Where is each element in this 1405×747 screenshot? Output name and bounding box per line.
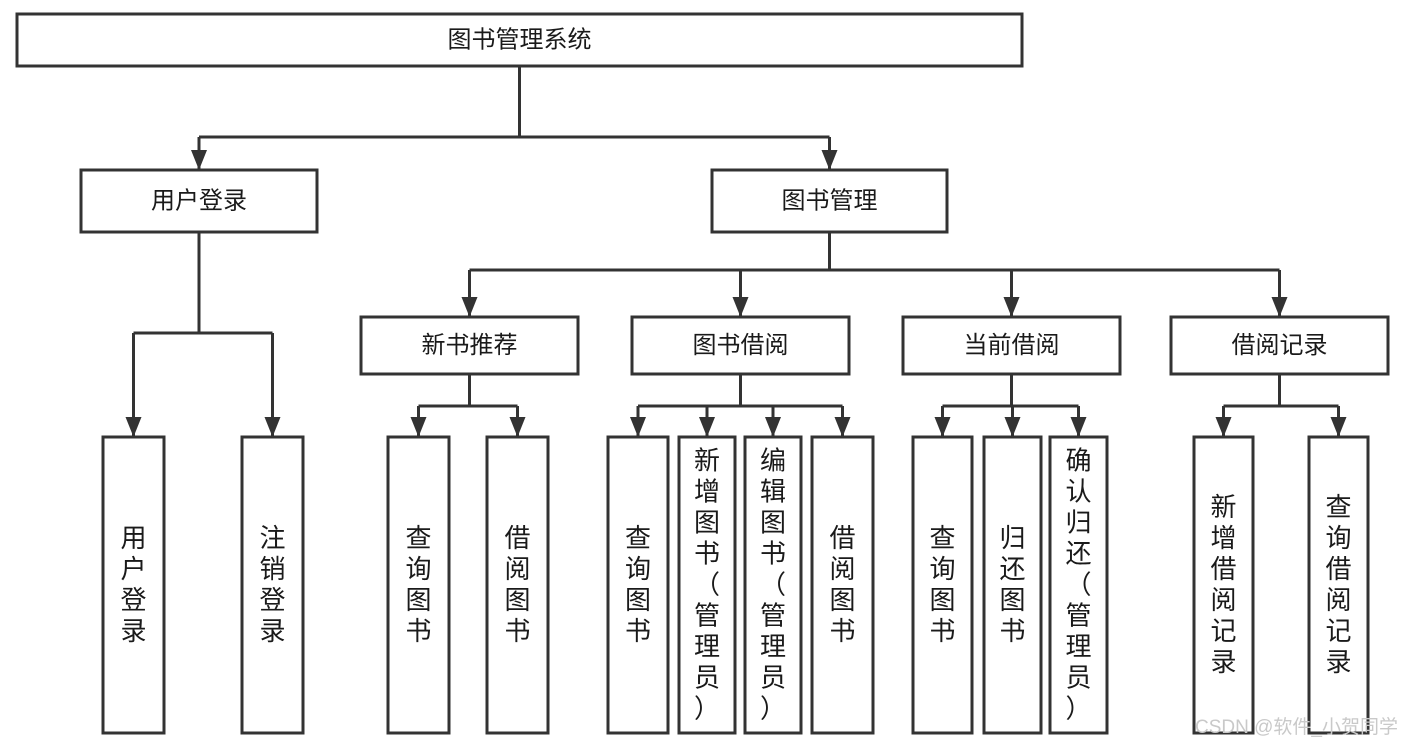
node-leaf-return-book[interactable]: 归还图书 xyxy=(982,435,1043,735)
node-box-leaf-confirm-return-admin xyxy=(1048,435,1109,735)
node-label-leaf-add-borrow-record: 新增借阅记录 xyxy=(1210,492,1236,677)
arrow-head-icon xyxy=(1271,297,1288,317)
node-box-borrow-record xyxy=(1169,315,1390,376)
node-box-leaf-borrow-book-rec xyxy=(485,435,550,735)
node-box-leaf-logout xyxy=(240,435,305,735)
node-box-leaf-add-borrow-record xyxy=(1192,435,1255,735)
node-label-leaf-logout: 注销登录 xyxy=(259,523,285,646)
node-leaf-query-book-borrow[interactable]: 查询图书 xyxy=(606,435,670,735)
node-label-current-borrow: 当前借阅 xyxy=(964,332,1060,359)
node-box-user-login xyxy=(79,168,319,234)
arrow-head-icon xyxy=(191,150,207,170)
arrow-head-icon xyxy=(699,417,715,437)
arrow-head-icon xyxy=(834,417,851,437)
watermark-text: CSDN @软件_小贺同学 xyxy=(1195,716,1398,738)
node-leaf-logout[interactable]: 注销登录 xyxy=(240,435,305,735)
node-box-new-book-recommend xyxy=(359,315,580,376)
node-box-leaf-query-book-current xyxy=(911,435,974,735)
node-borrow-record[interactable]: 借阅记录 xyxy=(1169,315,1390,376)
node-layer: 图书管理系统用户登录图书管理新书推荐图书借阅当前借阅借阅记录用户登录注销登录查询… xyxy=(15,12,1390,735)
node-label-user-login: 用户登录 xyxy=(151,187,247,214)
node-leaf-add-borrow-record[interactable]: 新增借阅记录 xyxy=(1192,435,1255,735)
arrow-head-icon xyxy=(509,417,526,437)
node-label-new-book-recommend: 新书推荐 xyxy=(422,332,518,359)
node-leaf-confirm-return-admin[interactable]: 确认归还（管理员） xyxy=(1048,435,1109,735)
node-label-leaf-borrow-book-rec: 借阅图书 xyxy=(504,523,530,646)
arrow-head-icon xyxy=(461,297,478,317)
node-leaf-add-book-admin[interactable]: 新增图书（管理员） xyxy=(677,435,737,735)
connector-layer xyxy=(125,66,1347,437)
arrow-head-icon xyxy=(732,297,749,317)
node-leaf-user-login[interactable]: 用户登录 xyxy=(101,435,166,735)
node-book-borrow[interactable]: 图书借阅 xyxy=(630,315,851,376)
node-label-borrow-record: 借阅记录 xyxy=(1232,332,1328,359)
node-box-leaf-query-borrow-record xyxy=(1307,435,1370,735)
node-new-book-recommend[interactable]: 新书推荐 xyxy=(359,315,580,376)
node-label-leaf-query-book-rec: 查询图书 xyxy=(405,523,431,646)
node-label-leaf-query-book-borrow: 查询图书 xyxy=(625,523,651,646)
node-book-management[interactable]: 图书管理 xyxy=(710,168,949,234)
node-leaf-borrow-book-rec[interactable]: 借阅图书 xyxy=(485,435,550,735)
node-label-leaf-user-login: 用户登录 xyxy=(120,523,146,646)
node-leaf-borrow-book[interactable]: 借阅图书 xyxy=(810,435,875,735)
node-leaf-query-borrow-record[interactable]: 查询借阅记录 xyxy=(1307,435,1370,735)
node-box-leaf-query-book-borrow xyxy=(606,435,670,735)
node-label-leaf-add-book-admin: 新增图书（管理员） xyxy=(694,446,720,724)
node-label-leaf-borrow-book: 借阅图书 xyxy=(829,523,855,646)
arrow-head-icon xyxy=(1330,417,1347,437)
arrow-head-icon xyxy=(821,150,838,170)
node-box-current-borrow xyxy=(901,315,1122,376)
node-box-book-management xyxy=(710,168,949,234)
node-box-leaf-user-login xyxy=(101,435,166,735)
node-label-leaf-query-book-current: 查询图书 xyxy=(929,523,955,646)
node-current-borrow[interactable]: 当前借阅 xyxy=(901,315,1122,376)
node-box-root xyxy=(15,12,1024,68)
node-label-root: 图书管理系统 xyxy=(448,26,592,53)
node-label-book-management: 图书管理 xyxy=(782,187,878,214)
arrow-head-icon xyxy=(1004,417,1021,437)
node-box-leaf-add-book-admin xyxy=(677,435,737,735)
arrow-head-icon xyxy=(765,417,781,437)
arrow-head-icon xyxy=(1215,417,1232,437)
node-box-book-borrow xyxy=(630,315,851,376)
node-box-leaf-query-book-rec xyxy=(386,435,451,735)
node-label-book-borrow: 图书借阅 xyxy=(693,332,789,359)
arrow-head-icon xyxy=(1070,417,1087,437)
node-label-leaf-query-borrow-record: 查询借阅记录 xyxy=(1325,492,1351,677)
node-label-leaf-confirm-return-admin: 确认归还（管理员） xyxy=(1065,446,1091,724)
node-label-leaf-edit-book-admin: 编辑图书（管理员） xyxy=(760,446,786,724)
node-root[interactable]: 图书管理系统 xyxy=(15,12,1024,68)
arrow-head-icon xyxy=(934,417,951,437)
node-leaf-query-book-rec[interactable]: 查询图书 xyxy=(386,435,451,735)
node-user-login[interactable]: 用户登录 xyxy=(79,168,319,234)
node-box-leaf-return-book xyxy=(982,435,1043,735)
arrow-head-icon xyxy=(125,417,142,437)
arrow-head-icon xyxy=(1003,297,1020,317)
arrow-head-icon xyxy=(410,417,427,437)
node-leaf-edit-book-admin[interactable]: 编辑图书（管理员） xyxy=(743,435,803,735)
arrow-head-icon xyxy=(264,417,281,437)
node-box-leaf-edit-book-admin xyxy=(743,435,803,735)
node-leaf-query-book-current[interactable]: 查询图书 xyxy=(911,435,974,735)
arrow-head-icon xyxy=(630,417,646,437)
node-box-leaf-borrow-book xyxy=(810,435,875,735)
node-label-leaf-return-book: 归还图书 xyxy=(999,523,1025,646)
